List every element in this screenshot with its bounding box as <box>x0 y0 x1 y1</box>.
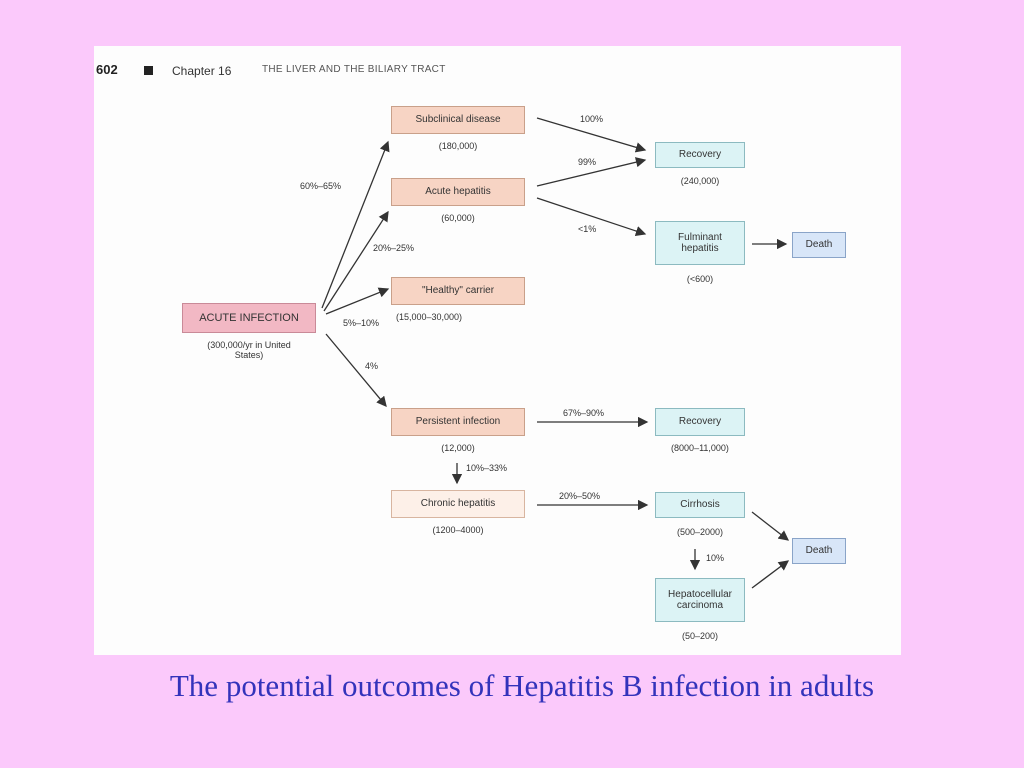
node-acute-hepatitis-label: Acute hepatitis <box>425 186 491 198</box>
node-fulminant-hepatitis: Fulminant hepatitis <box>655 221 745 265</box>
node-death-2-label: Death <box>805 545 833 557</box>
arrow-hcc-death <box>751 560 790 589</box>
node-acute-hepatitis: Acute hepatitis <box>391 178 525 206</box>
square-bullet-icon <box>144 66 153 75</box>
node-death-1-label: Death <box>805 239 833 251</box>
node-recovery-2-label: Recovery <box>678 416 722 428</box>
node-acute-hepatitis-sub: (60,000) <box>441 213 475 223</box>
node-recovery-2: Recovery <box>655 408 745 436</box>
chapter-label: Chapter 16 <box>172 64 232 78</box>
page-number: 602 <box>96 62 118 77</box>
diagram-figure: 602 Chapter 16 THE LIVER AND THE BILIARY… <box>94 46 901 655</box>
node-hepatocellular-carcinoma: Hepatocellular carcinoma <box>655 578 745 622</box>
node-chronic-hepatitis: Chronic hepatitis <box>391 490 525 518</box>
node-chronic-hepatitis-label: Chronic hepatitis <box>420 498 496 510</box>
pct-persist-recovery: 67%–90% <box>563 408 605 418</box>
pct-to-acute: 20%–25% <box>373 243 415 253</box>
arrow-sub-recovery <box>536 117 647 153</box>
node-fulminant-hepatitis-label: Fulminant hepatitis <box>678 231 722 255</box>
pct-persist-chronic: 10%–33% <box>466 463 508 473</box>
node-hepatocellular-carcinoma-sub: (50–200) <box>681 631 719 641</box>
pct-to-subclinical: 60%–65% <box>300 181 342 191</box>
pct-acute-fulminant: <1% <box>578 224 597 234</box>
arrow-to-acute <box>323 210 389 312</box>
pct-to-carrier: 5%–10% <box>343 318 380 328</box>
node-acute-infection-label: ACUTE INFECTION <box>199 311 299 324</box>
node-fulminant-hepatitis-sub: (<600) <box>686 274 714 284</box>
node-healthy-carrier-sub: (15,000–30,000) <box>396 312 463 322</box>
node-subclinical: Subclinical disease <box>391 106 525 134</box>
node-persistent-infection-sub: (12,000) <box>441 443 475 453</box>
pct-to-persistent: 4% <box>365 361 379 371</box>
arrow-layer <box>321 117 790 589</box>
node-acute-infection-sub: (300,000/yr in United States) <box>207 340 291 360</box>
arrow-acute-fulminant <box>536 197 647 237</box>
node-subclinical-sub: (180,000) <box>438 141 478 151</box>
node-cirrhosis: Cirrhosis <box>655 492 745 518</box>
node-cirrhosis-sub: (500–2000) <box>676 527 724 537</box>
node-death-1: Death <box>792 232 846 258</box>
node-recovery-1-label: Recovery <box>678 149 722 161</box>
arrow-cirrhosis-death <box>751 511 790 541</box>
pct-sub-recovery: 100% <box>580 114 604 124</box>
node-healthy-carrier: "Healthy" carrier <box>391 277 525 305</box>
arrow-acute-recovery <box>536 157 647 187</box>
node-hepatocellular-carcinoma-label: Hepatocellular carcinoma <box>668 588 732 612</box>
node-acute-infection: ACUTE INFECTION <box>182 303 316 333</box>
node-persistent-infection: Persistent infection <box>391 408 525 436</box>
pct-cirrhosis-hcc: 10% <box>706 553 725 563</box>
arrow-to-carrier <box>325 287 390 315</box>
node-chronic-hepatitis-sub: (1200–4000) <box>432 525 484 535</box>
pct-acute-recovery: 99% <box>578 157 597 167</box>
node-healthy-carrier-label: "Healthy" carrier <box>421 285 495 297</box>
arrow-to-persistent <box>325 333 387 407</box>
arrow-to-subclinical <box>321 140 390 309</box>
node-recovery-2-sub: (8000–11,000) <box>671 443 729 453</box>
chapter-title: THE LIVER AND THE BILIARY TRACT <box>262 64 446 75</box>
node-recovery-1-sub: (240,000) <box>680 176 720 186</box>
node-subclinical-label: Subclinical disease <box>415 114 501 126</box>
node-persistent-infection-label: Persistent infection <box>415 416 501 428</box>
slide-caption: The potential outcomes of Hepatitis B in… <box>169 668 875 703</box>
node-death-2: Death <box>792 538 846 564</box>
node-cirrhosis-label: Cirrhosis <box>680 499 720 511</box>
node-recovery-1: Recovery <box>655 142 745 168</box>
pct-chronic-cirrhosis: 20%–50% <box>559 491 601 501</box>
